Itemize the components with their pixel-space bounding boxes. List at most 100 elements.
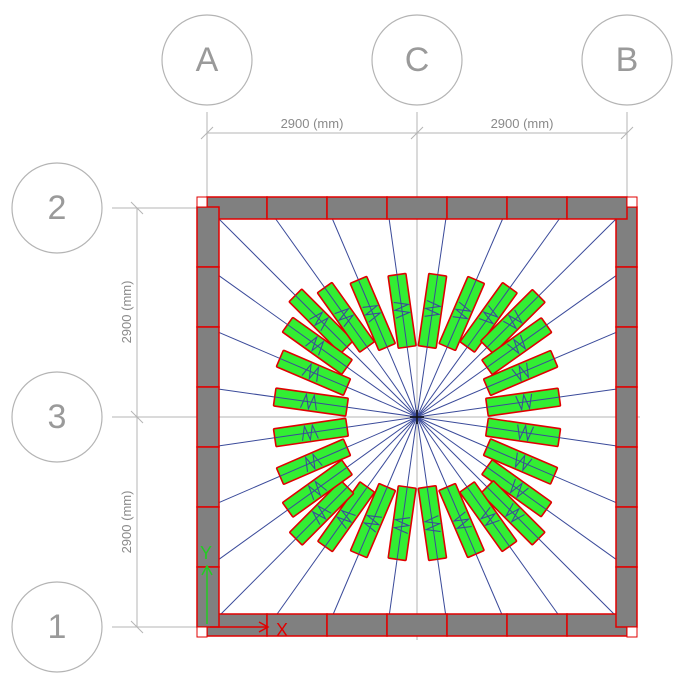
dimension-label: 2900 (mm) (119, 491, 134, 554)
panel (482, 438, 559, 485)
beam-segment-top (266, 196, 328, 220)
grid-label: 3 (48, 398, 67, 436)
panel-hatch (515, 393, 533, 412)
beam-segment-bottom (506, 613, 568, 637)
panel (482, 349, 559, 397)
panel (316, 281, 375, 353)
column-segment-left (196, 566, 220, 628)
panel (275, 349, 352, 396)
panel (480, 289, 546, 355)
panel-hatch (452, 301, 473, 320)
grid-label: 2 (48, 189, 67, 227)
perimeter-frame (196, 196, 638, 638)
panel-hatch (478, 305, 500, 325)
panels (272, 272, 562, 562)
dimension-tick (620, 126, 634, 140)
panel-hatch (311, 504, 332, 525)
dimension-tick (130, 201, 144, 215)
panel-hatch (509, 478, 529, 499)
column-segment-right (615, 566, 638, 628)
panel-hatch (307, 479, 328, 501)
panel (387, 485, 417, 562)
beam-segment-top (386, 196, 448, 220)
panel (272, 417, 349, 448)
corner-node (626, 196, 638, 208)
panel-hatch (503, 309, 524, 330)
center-point[interactable] (410, 410, 424, 424)
column-segment-right (615, 446, 638, 508)
panel (459, 481, 518, 553)
y-axis-label: Y (200, 543, 212, 563)
beam-segment-top (446, 196, 508, 220)
panel (387, 272, 417, 349)
panel-hatch (392, 301, 412, 319)
panel-hatch (362, 514, 383, 533)
grid-label: C (405, 41, 430, 79)
y-axis-arrow: Y (200, 543, 213, 624)
panel-hatch (304, 452, 323, 472)
panel-hatch (362, 304, 383, 323)
grid-label: 1 (48, 608, 67, 646)
corner-node (196, 196, 208, 208)
panel (349, 275, 396, 352)
panel-hatch (305, 335, 325, 356)
dimension-label: 2900 (mm) (281, 116, 344, 131)
panel (289, 480, 355, 546)
x-axis-arrow: X (210, 620, 288, 640)
column-segment-right (615, 386, 638, 448)
x-axis-label: X (276, 620, 288, 640)
grid-bubble-row-1[interactable]: 1 (11, 581, 103, 673)
panel (417, 272, 448, 349)
panel-hatch (423, 515, 442, 533)
corner-node (196, 626, 208, 638)
panel-hatch (423, 299, 443, 317)
panel-hatch (511, 362, 530, 383)
column-segment-right (615, 506, 638, 568)
panel-hatch (514, 452, 533, 472)
beam-segment-bottom (386, 613, 448, 637)
panel (275, 438, 352, 485)
column-segment-right (615, 266, 638, 328)
dimension-tick (130, 620, 144, 634)
panel (459, 282, 518, 353)
grid-bubble-row-2[interactable]: 2 (11, 162, 103, 254)
panel-hatch (517, 423, 535, 443)
panel-hatch (504, 502, 525, 524)
dimension-lines: 2900 (mm) 2900 (mm) 2900 (mm) 2900 (mm) (119, 116, 634, 634)
column-segment-left (196, 266, 220, 328)
grid-bubble-col-b[interactable]: B (581, 14, 673, 106)
grid-label: A (196, 41, 219, 79)
panel (438, 482, 485, 559)
panel (349, 482, 397, 559)
panel (481, 317, 553, 376)
beam-segment-bottom (446, 613, 508, 637)
panel (485, 387, 562, 417)
panel (288, 288, 354, 354)
grid-bubbles: A C B 2 3 1 (11, 14, 673, 673)
panel (481, 459, 553, 518)
grid-bubble-row-3[interactable]: 3 (11, 371, 103, 463)
panel (281, 316, 353, 375)
dimension-tick (130, 410, 144, 424)
beam-segment-bottom (326, 613, 388, 637)
column-segment-left (196, 386, 220, 448)
coordinate-axes: Y X (200, 543, 288, 640)
panel-hatch (301, 423, 319, 442)
panel-hatch (452, 511, 472, 530)
grid-bubble-col-a[interactable]: A (161, 14, 253, 106)
panel-hatch (301, 362, 320, 382)
dimension-label: 2900 (mm) (491, 116, 554, 131)
panel (272, 387, 349, 417)
panel (317, 481, 376, 553)
beam-segment-top (326, 196, 388, 220)
column-segment-right (615, 326, 638, 388)
corner-node (626, 626, 638, 638)
dimension-tick (200, 126, 214, 140)
grid-bubble-col-c[interactable]: C (371, 14, 463, 106)
panel-hatch (392, 517, 411, 535)
panel (485, 417, 562, 448)
panel (417, 485, 448, 562)
panel (480, 480, 546, 546)
column-segment-left (196, 446, 220, 508)
